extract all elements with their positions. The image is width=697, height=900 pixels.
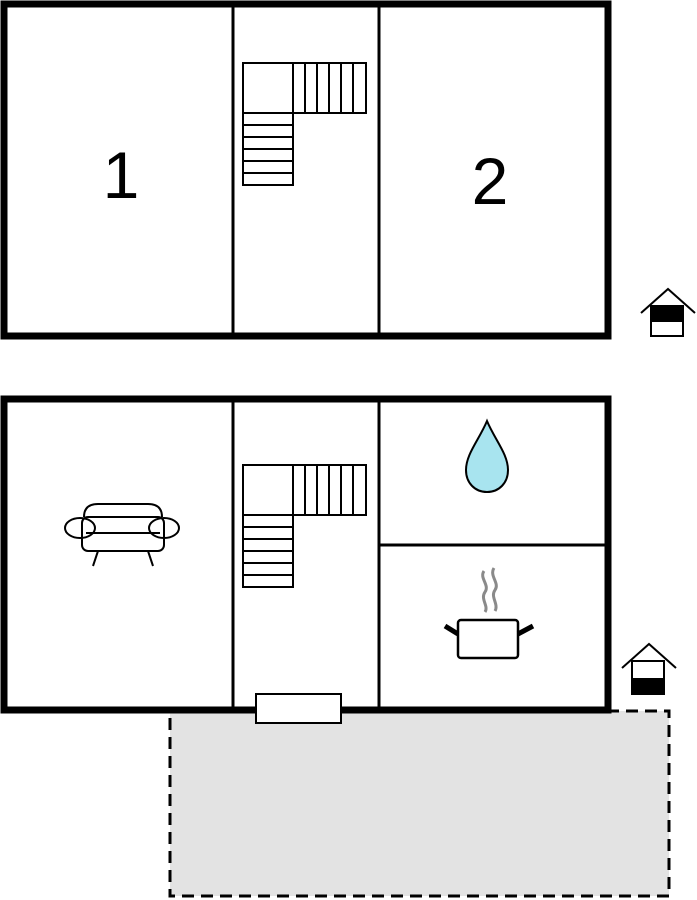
staircase-icon: [242, 464, 367, 588]
room-label-2: 2: [472, 144, 509, 218]
room-label-1: 1: [103, 138, 140, 212]
ground-floor-outer-wall: [0, 395, 612, 714]
staircase-icon: [242, 62, 367, 186]
upper-floor: 1 2: [0, 0, 612, 340]
upper-floor-outer-wall: [0, 0, 612, 340]
house-ground-floor-icon: [621, 642, 677, 695]
house-upper-floor-icon: [640, 287, 696, 337]
sofa-icon: [64, 503, 180, 567]
terrace-area: [168, 709, 671, 898]
ground-floor: [0, 395, 612, 724]
cooking-pot-icon: [443, 567, 535, 660]
terrace-door: [255, 693, 342, 724]
water-drop-icon: [464, 418, 510, 494]
